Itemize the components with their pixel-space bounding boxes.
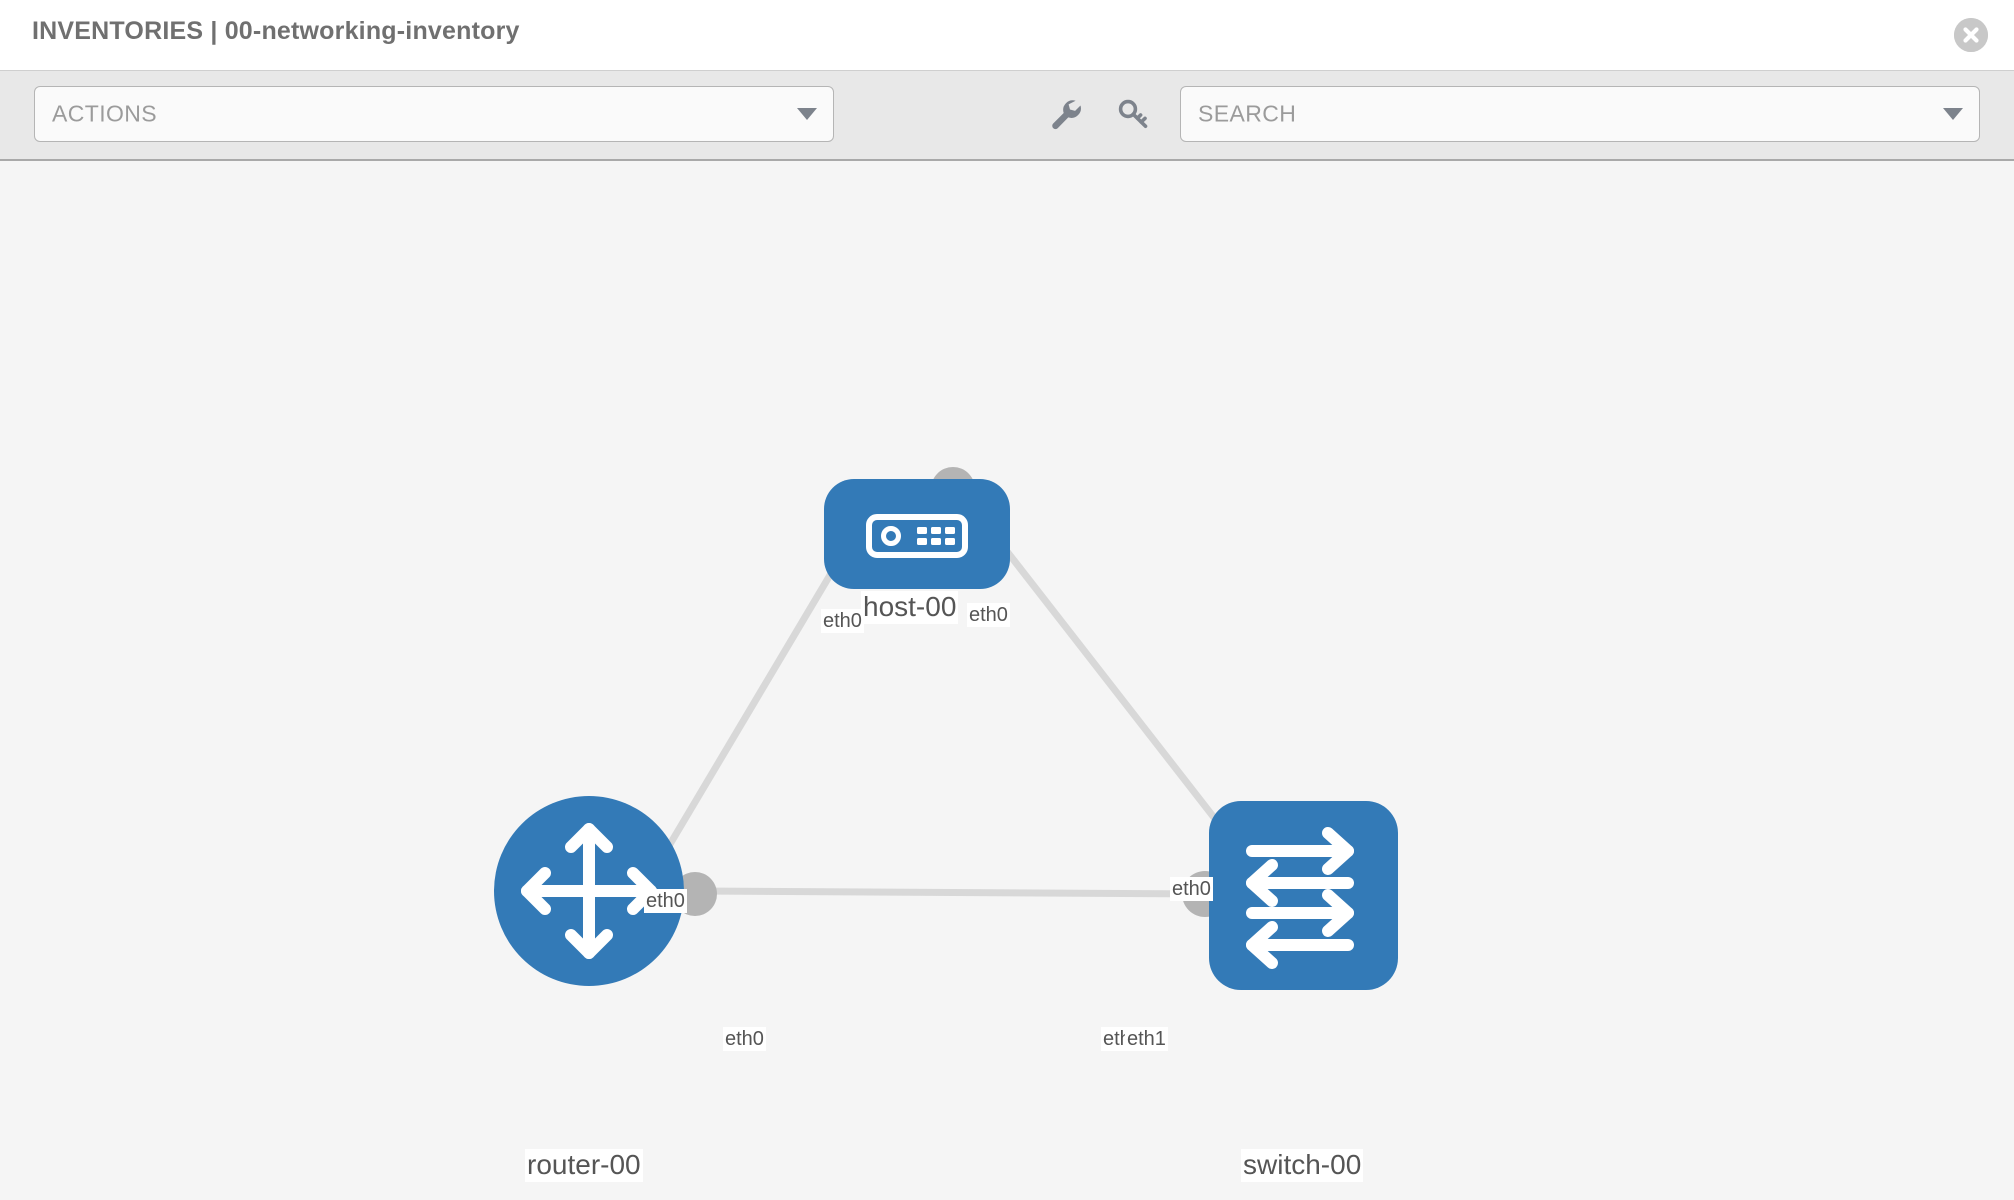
iface-label-router-00-uplink: eth0	[644, 889, 687, 913]
node-switch-00	[1209, 801, 1398, 990]
key-icon[interactable]	[1114, 94, 1154, 134]
node-host-00	[824, 479, 1010, 589]
switch-arrows-icon	[1246, 827, 1354, 969]
actions-dropdown[interactable]: ACTIONS	[34, 86, 834, 142]
search-placeholder: SEARCH	[1198, 100, 1297, 127]
server-icon	[866, 514, 968, 558]
router-arrows-icon	[521, 823, 657, 959]
iface-label-switch-00-uplink: eth0	[1170, 877, 1213, 901]
node-router-00	[494, 796, 684, 986]
topology-graph	[494, 467, 1398, 990]
node-label-router-00: router-00	[525, 1149, 643, 1182]
wrench-icon[interactable]	[1046, 94, 1086, 134]
search-input[interactable]: SEARCH	[1180, 86, 1980, 142]
iface-label-router-00-eth0: eth0	[723, 1027, 766, 1051]
iface-label-switch-00-eth1: eth1	[1125, 1027, 1168, 1051]
topology-canvas[interactable]: host-00 router-00 switch-00 eth0 eth0 et…	[0, 161, 2014, 1200]
node-label-switch-00: switch-00	[1241, 1149, 1364, 1182]
page-title: INVENTORIES | 00-networking-inventory	[32, 17, 520, 45]
close-icon[interactable]	[1954, 18, 1988, 52]
page-header: INVENTORIES | 00-networking-inventory	[0, 0, 2014, 71]
toolbar: ACTIONS SEARCH	[0, 71, 2014, 161]
node-label-host-00: host-00	[861, 591, 959, 624]
link-router-switch	[699, 887, 1211, 898]
iface-label-host-00-left: eth0	[821, 609, 864, 633]
chevron-down-icon[interactable]	[1943, 108, 1963, 120]
chevron-down-icon[interactable]	[797, 108, 817, 120]
iface-label-host-00-right: eth0	[967, 603, 1010, 627]
actions-dropdown-label: ACTIONS	[52, 100, 158, 127]
